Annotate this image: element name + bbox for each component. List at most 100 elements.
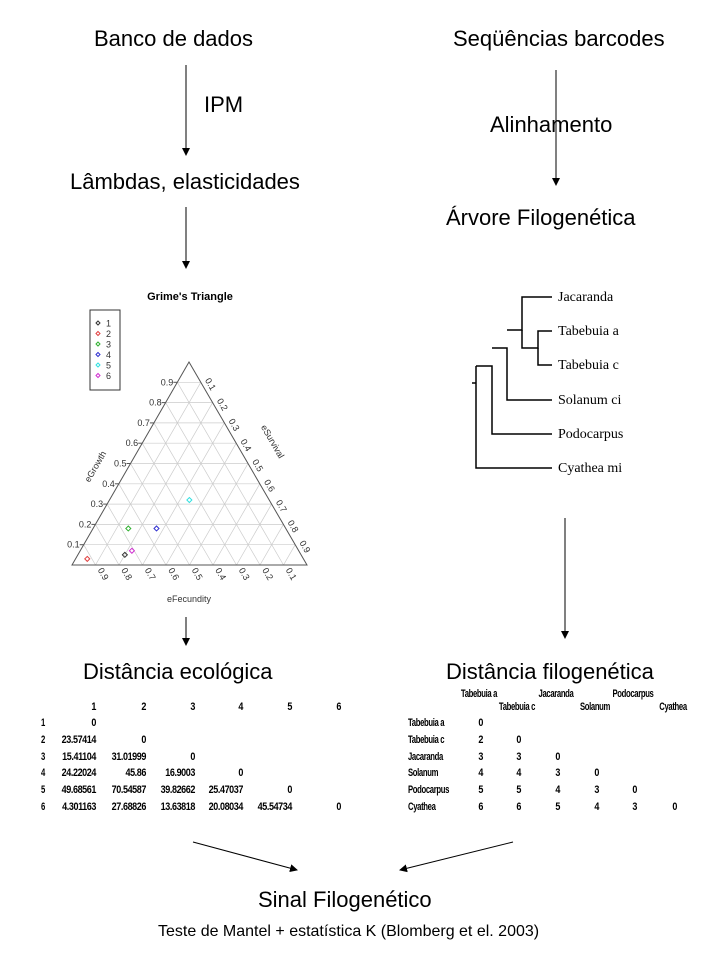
matrix-cell: 2 (478, 733, 483, 746)
matrix-cell: 45.86 (125, 767, 146, 780)
column-header: Cyathea (659, 701, 687, 713)
step-phylo-distance: Distância filogenética (446, 659, 654, 684)
matrix-cell: 49.68561 (61, 784, 97, 797)
step-database: Banco de dados (94, 26, 254, 51)
legend-marker (95, 341, 101, 347)
tick-label-growth: 0.2 (79, 519, 92, 529)
column-header: Solanum (579, 701, 611, 713)
column-header: Tabebuia a (460, 688, 498, 700)
data-point-6 (128, 547, 136, 554)
row-label: Tabebuia a (408, 717, 445, 729)
matrix-cell: 27.68826 (111, 801, 147, 813)
tree-tip-podocarpus: Podocarpus (558, 427, 623, 442)
matrix-cell: 0 (91, 717, 96, 729)
row-label: Jacaranda (408, 750, 443, 763)
tree-tip-solanum: Solanum ci (558, 393, 621, 408)
data-point-1 (121, 551, 129, 559)
column-header: 2 (141, 701, 146, 713)
arrow-label-ipm: IPM (204, 92, 244, 117)
matrix-cell: 70.54587 (111, 784, 147, 797)
legend-entry: 6 (106, 371, 111, 381)
arrow-phylo-to-signal (399, 841, 514, 873)
column-header: 3 (190, 701, 195, 713)
grid-line (176, 382, 284, 566)
column-header: Tabebuia c (498, 701, 536, 713)
matrix-cell: 25.47037 (208, 784, 244, 797)
grid-line (130, 463, 190, 566)
matrix-cell: 5 (555, 801, 560, 813)
grid-line (283, 544, 296, 566)
step-lambdas: Lâmbdas, elasticidades (70, 169, 300, 194)
tick-label-growth: 0.3 (91, 499, 104, 509)
step-barcodes: Seqüências barcodes (453, 26, 665, 51)
result-title: Sinal Filogenético (258, 887, 432, 912)
matrix-cell: 0 (287, 784, 292, 797)
matrix-cell: 23.57414 (61, 733, 97, 746)
matrix-cell: 0 (190, 750, 195, 763)
column-header: 5 (287, 701, 292, 713)
matrix-cell: 4 (555, 784, 560, 797)
legend-marker (95, 372, 101, 379)
grid-line (189, 463, 249, 566)
matrix-cell: 39.82662 (160, 784, 196, 797)
grid-line (106, 503, 143, 566)
column-header: Jacaranda (538, 688, 574, 700)
matrix-cell: 4 (594, 801, 599, 813)
matrix-cell: 31.01999 (111, 750, 147, 763)
matrix-cell: 4.301163 (62, 801, 96, 813)
matrix-cell: 0 (516, 733, 521, 746)
tick-label-growth: 0.6 (126, 438, 139, 448)
legend-entry: 5 (106, 361, 111, 371)
matrix-cell: 4 (516, 767, 521, 780)
step-eco-distance: Distância ecológica (83, 659, 273, 684)
legend-entry: 1 (106, 319, 111, 329)
row-label: Tabebuia c (408, 733, 445, 746)
matrix-cell: 3 (555, 767, 560, 780)
matrix-cell: 3 (632, 801, 637, 813)
result-subtitle: Teste de Mantel + estatística K (Blomber… (158, 923, 540, 940)
row-label: 5 (41, 784, 45, 797)
step-phylo-tree: Árvore Filogenética (446, 205, 636, 230)
grid-line (95, 382, 202, 566)
legend-entry: 3 (106, 340, 111, 350)
matrix-cell: 0 (478, 717, 483, 729)
matrix-cell: 0 (594, 767, 599, 780)
grid-line (236, 503, 272, 566)
matrix-cell: 13.63818 (160, 801, 196, 813)
matrix-cell: 3 (478, 750, 483, 763)
grid-line (118, 483, 167, 566)
matrix-cell: 0 (238, 767, 243, 780)
matrix-cell: 16.9003 (165, 767, 195, 780)
matrix-cell: 3 (516, 750, 521, 763)
matrix-cell: 0 (336, 801, 341, 813)
legend-marker (95, 362, 101, 368)
chart-title: Grime's Triangle (147, 291, 233, 303)
matrix-cell: 6 (516, 801, 521, 813)
legend-marker (95, 351, 101, 358)
legend-entry: 4 (106, 350, 111, 360)
tree-tip-jacaranda: Jacaranda (558, 290, 614, 305)
tree-tip-tabebuia-c: Tabebuia c (558, 358, 619, 373)
matrix-cell: 0 (141, 733, 146, 746)
row-label: 6 (41, 801, 45, 813)
row-label: 4 (41, 767, 45, 780)
matrix-cell: 0 (672, 801, 677, 813)
column-header: Podocarpus (612, 688, 654, 700)
tree-tip-cyathea: Cyathea mi (558, 461, 622, 476)
grid-line (259, 524, 284, 566)
tick-label-growth: 0.8 (149, 398, 162, 408)
matrix-cell: 5 (478, 784, 483, 797)
column-header: 1 (91, 701, 96, 713)
tick-label-growth: 0.1 (67, 540, 80, 550)
grid-line (212, 483, 261, 566)
tree-branches (472, 296, 552, 469)
legend-marker (95, 330, 101, 337)
legend-entry: 2 (106, 329, 111, 339)
matrix-cell: 45.54734 (257, 801, 293, 813)
matrix-cell: 4 (478, 767, 483, 780)
row-label: Solanum (408, 767, 439, 780)
grid-line (83, 544, 96, 566)
data-point-4 (153, 525, 160, 532)
